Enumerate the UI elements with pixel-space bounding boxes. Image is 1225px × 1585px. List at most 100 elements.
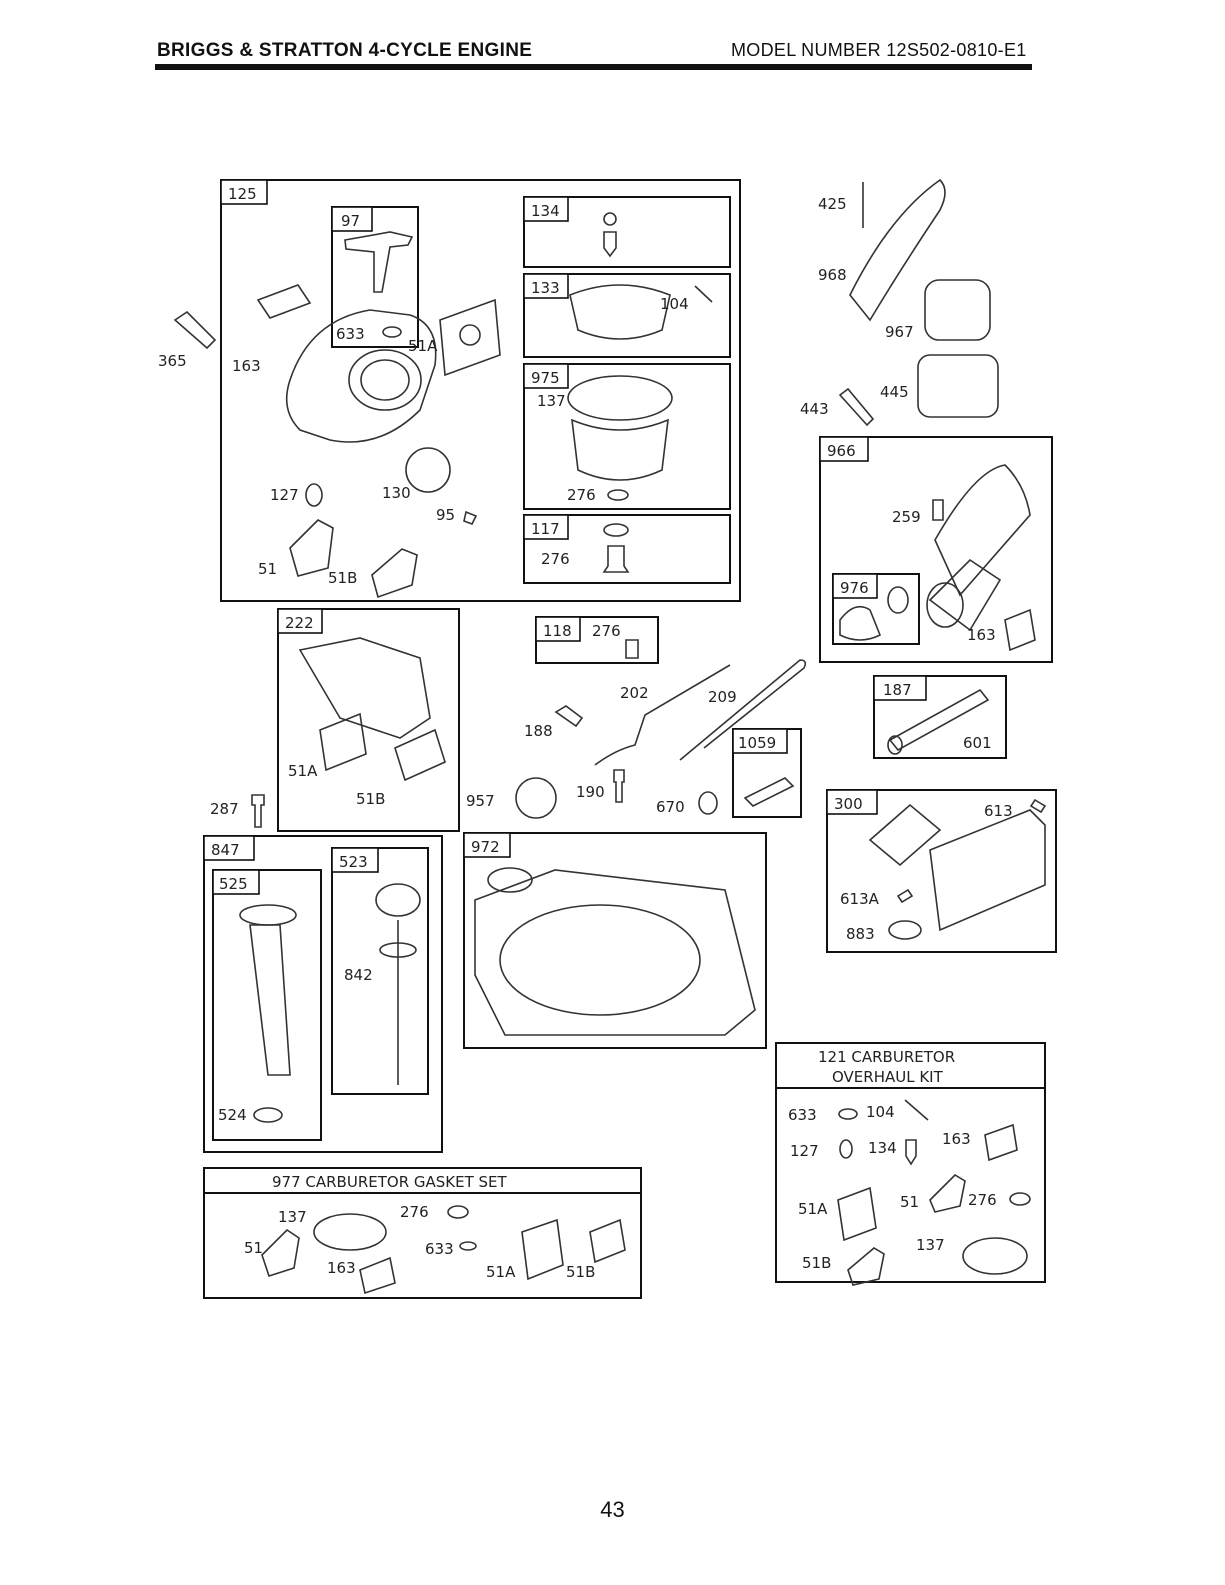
gasket-222-51A-part	[319, 712, 367, 772]
box-134-tab	[523, 196, 569, 222]
gasket-222-51B-part	[394, 728, 446, 782]
elbow-966-part	[926, 582, 964, 628]
float-133-part	[569, 284, 671, 340]
carburetor-bore-part	[348, 349, 422, 411]
screw-443-part	[838, 387, 875, 427]
label-163-966: 163	[967, 626, 996, 644]
label-613: 613	[984, 802, 1013, 820]
box-187-tab	[873, 675, 927, 701]
clip-259-part	[932, 499, 944, 521]
label-613A: 613A	[840, 890, 880, 908]
overhaul-kit-title-line2: OVERHAUL KIT	[832, 1068, 944, 1086]
label-51A: 51A	[408, 337, 438, 355]
overhaul-label-633: 633	[788, 1106, 817, 1124]
page-number: 43	[600, 1497, 625, 1522]
label-202: 202	[620, 684, 649, 702]
box-966-tab	[819, 436, 869, 462]
kit-977-gasket-51B	[589, 1218, 626, 1264]
kit-977-gasket-163	[359, 1256, 396, 1295]
box-972-frame	[463, 832, 767, 1049]
label-957: 957	[466, 792, 495, 810]
box-133-tab	[523, 273, 569, 299]
label-670: 670	[656, 798, 685, 816]
box-847-tab	[203, 835, 255, 861]
box-523-frame	[331, 847, 429, 1095]
bracket-966-part	[928, 558, 1002, 632]
kit-977-washer-276	[447, 1205, 469, 1219]
label-51A-222: 51A	[288, 762, 318, 780]
box-975-tab	[523, 363, 569, 389]
clamp-976-part	[887, 586, 909, 614]
needle-134-part	[603, 231, 617, 258]
box-117-frame	[523, 514, 731, 584]
kit-121-gasket-51B	[847, 1247, 885, 1286]
box-187-label: 187	[883, 681, 912, 699]
label-209: 209	[708, 688, 737, 706]
box-125-label: 125	[228, 185, 257, 203]
governor-222-part	[298, 637, 431, 739]
box-133-label: 133	[531, 279, 560, 297]
header-rule	[155, 64, 1032, 70]
label-883: 883	[846, 925, 875, 943]
bowl-oring-137-part	[567, 375, 673, 421]
tube-525-top-part	[239, 904, 297, 926]
gasket-883-part	[888, 920, 922, 940]
label-259: 259	[892, 508, 921, 526]
box-133-frame	[523, 273, 731, 358]
kit-121-washer-633	[838, 1108, 858, 1120]
bowl-975-part	[571, 418, 669, 481]
blower-housing-opening	[499, 904, 701, 1016]
overhaul-label-51: 51	[900, 1193, 919, 1211]
box-134-label: 134	[531, 202, 560, 220]
label-127: 127	[270, 486, 299, 504]
oring-524-part	[253, 1107, 283, 1123]
box-117-tab	[523, 514, 569, 540]
overhaul-label-163: 163	[942, 1130, 971, 1148]
gasket-set-label-51B: 51B	[566, 1263, 595, 1281]
label-287: 287	[210, 800, 239, 818]
box-97-label: 97	[341, 212, 360, 230]
spring-209-part	[679, 659, 807, 761]
breather-976-part	[839, 605, 882, 641]
box-976-tab	[832, 573, 878, 599]
bracket-300-part	[868, 803, 942, 867]
gasket-966-163-part	[1004, 608, 1036, 652]
box-966-label: 966	[827, 442, 856, 460]
box-222-label: 222	[285, 614, 314, 632]
overhaul-label-104: 104	[866, 1103, 895, 1121]
box-117-label: 117	[531, 520, 560, 538]
gasket-set-label-137: 137	[278, 1208, 307, 1226]
label-51B-222: 51B	[356, 790, 385, 808]
muffler-300-part	[929, 809, 1046, 932]
screw-613-part	[1029, 798, 1047, 814]
washer-276b-part	[603, 523, 629, 537]
screw-613A-part	[896, 888, 914, 904]
blower-housing-972-part	[474, 869, 756, 1036]
label-968: 968	[818, 266, 847, 284]
overhaul-label-137: 137	[916, 1236, 945, 1254]
gasket-set-label-51A: 51A	[486, 1263, 516, 1281]
box-972-label: 972	[471, 838, 500, 856]
bolt-287-part	[251, 794, 265, 828]
kit-121-gasket-51	[929, 1173, 966, 1213]
box-125-frame	[220, 179, 741, 602]
box-525-frame	[212, 869, 322, 1141]
kit-121-gasket-163	[984, 1123, 1018, 1162]
box-975-frame	[523, 363, 731, 510]
label-51B: 51B	[328, 569, 357, 587]
link-202-part	[594, 664, 731, 766]
label-95: 95	[436, 506, 455, 524]
kit-121-gasket-51A	[837, 1186, 877, 1242]
box-118-tab	[535, 616, 581, 642]
overhaul-kit-frame	[775, 1042, 1046, 1283]
seat-134-part	[603, 212, 617, 226]
box-300-tab	[826, 789, 878, 815]
overhaul-label-127: 127	[790, 1142, 819, 1160]
label-842: 842	[344, 966, 373, 984]
box-525-tab	[212, 869, 260, 895]
screw-188-part	[554, 705, 584, 728]
overhaul-kit-title-line1: 121 CARBURETOR	[818, 1048, 955, 1066]
kit-977-gasket-51A	[521, 1218, 564, 1281]
label-276-118: 276	[592, 622, 621, 640]
